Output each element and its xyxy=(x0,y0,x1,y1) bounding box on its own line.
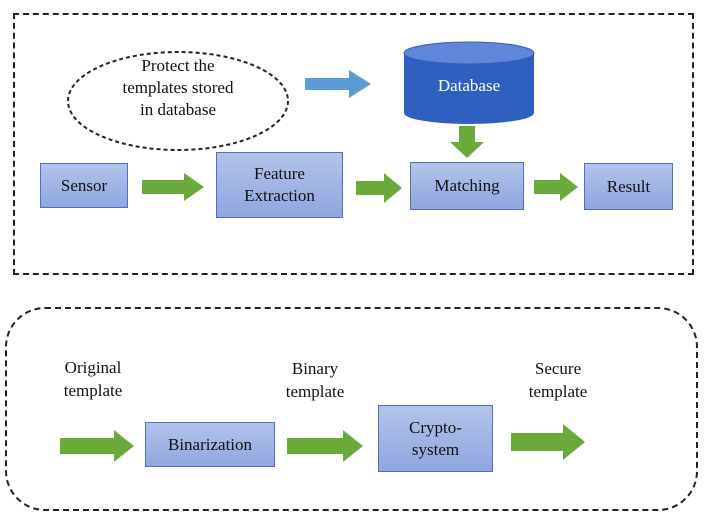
cryptosystem-box: Crypto- system xyxy=(378,405,493,472)
right-arrow-icon xyxy=(534,173,578,201)
database-cylinder-icon xyxy=(403,41,535,124)
top-dashed-frame xyxy=(13,13,694,275)
protect-note-text: Protect the templates stored in database xyxy=(122,56,234,119)
cryptosystem-label: Crypto- system xyxy=(409,417,462,459)
right-arrow-icon xyxy=(511,424,585,460)
binarization-box: Binarization xyxy=(145,422,275,467)
result-label: Result xyxy=(606,176,651,196)
original-template-label: Original template xyxy=(63,358,123,400)
matching-label: Matching xyxy=(434,176,500,195)
protect-note-ellipse xyxy=(67,51,289,151)
feature-extraction-label: Feature Extraction xyxy=(244,164,315,205)
right-arrow-icon xyxy=(356,173,402,203)
right-arrow-icon xyxy=(60,430,134,462)
right-arrow-icon xyxy=(142,173,204,201)
bottom-dashed-frame xyxy=(5,307,698,511)
sensor-box: Sensor xyxy=(40,163,128,208)
right-arrow-icon xyxy=(287,430,363,462)
result-box: Result xyxy=(584,163,673,210)
down-arrow-icon xyxy=(450,126,484,158)
blue-arrow-icon xyxy=(305,70,371,98)
binarization-label: Binarization xyxy=(167,434,253,454)
secure-template-label: Secure template xyxy=(528,359,588,401)
sensor-label: Sensor xyxy=(60,175,108,195)
binary-template-label: Binary template xyxy=(285,359,345,401)
database-label: Database xyxy=(437,76,501,95)
matching-box: Matching xyxy=(410,162,524,210)
feature-extraction-box: Feature Extraction xyxy=(216,152,343,218)
